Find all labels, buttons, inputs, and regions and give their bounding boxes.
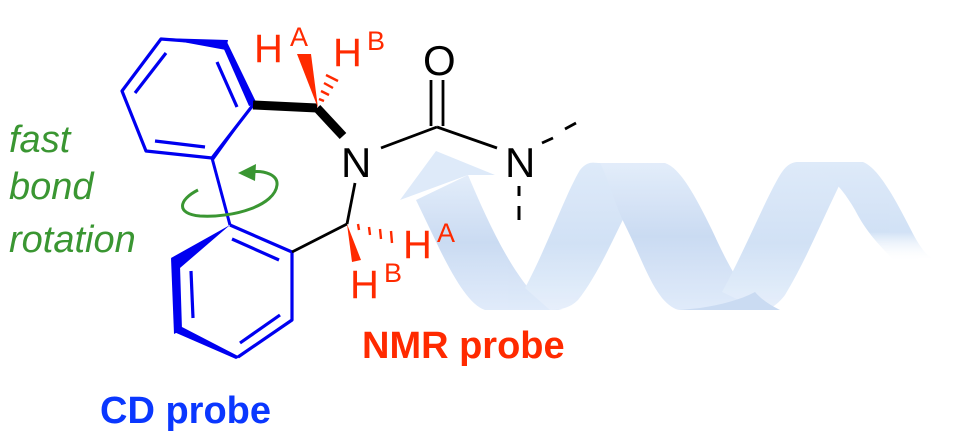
- rotation-note: fast bond rotation: [9, 119, 136, 261]
- helix-segment-1: [416, 175, 565, 310]
- bond-carbonyl-to-n2: [436, 125, 498, 150]
- hash-bottom-ha: [356, 223, 394, 244]
- atom-nitrogen-ring: N: [341, 139, 371, 186]
- helix-arrowhead: [400, 151, 495, 200]
- h-superscript: A: [437, 218, 455, 248]
- top-ring-wedge-upper: [161, 38, 228, 50]
- bond-n-to-ch2-bottom: [345, 182, 357, 225]
- h-symbol: H: [254, 27, 283, 71]
- bottom-benzene-ring: [189, 223, 294, 359]
- bond-n-to-carbonyl: [380, 125, 438, 150]
- h-superscript: B: [367, 26, 385, 56]
- helix-segment-trough: [680, 292, 780, 310]
- bond-ch2-bottom-to-ring: [291, 222, 348, 254]
- helix-ribbon: [400, 151, 938, 310]
- rotation-note-line-1: fast: [9, 119, 72, 161]
- bottom-ring-double-2: [239, 313, 281, 345]
- rotation-arrow-icon: [181, 164, 279, 218]
- caption-cd-probe: CD probe: [100, 390, 271, 432]
- helix-segment-3: [600, 163, 780, 310]
- top-ring-double-3: [215, 61, 239, 108]
- wedge-top-ha: [297, 54, 318, 108]
- bond-ring-to-ch2-top: [252, 100, 318, 113]
- top-ring-wedge-right: [223, 42, 257, 106]
- atom-nitrogen-amide: N: [505, 139, 535, 186]
- hash-top-hb: [318, 73, 339, 103]
- h-superscript: A: [290, 22, 308, 52]
- label-bottom-hb: H B: [350, 258, 402, 307]
- bottom-ring-double-1: [231, 237, 280, 262]
- bottom-ring-wedge-left: [171, 258, 182, 334]
- label-top-ha: H A: [254, 22, 308, 71]
- caption-nmr-probe: NMR probe: [362, 325, 565, 367]
- bottom-ring-double-3: [189, 270, 195, 319]
- bottom-ring-wedge-upper: [171, 225, 230, 268]
- bond-ch2-top-to-n: [313, 104, 347, 140]
- methyl-dashed-right: [541, 121, 577, 145]
- h-symbol: H: [333, 31, 362, 75]
- rotation-note-line-2: bond: [9, 166, 95, 208]
- rotation-note-line-3: rotation: [9, 219, 136, 261]
- bottom-ring-edges: [229, 223, 294, 359]
- top-ring-double-1: [133, 52, 168, 94]
- label-bottom-ha: H A: [403, 218, 455, 267]
- top-ring-wedge-lower: [212, 102, 255, 160]
- helix-segment-4: [722, 162, 863, 310]
- h-superscript: B: [384, 258, 402, 288]
- label-top-hb: H B: [333, 26, 385, 75]
- helix-segment-5: [798, 162, 938, 262]
- bottom-ring-wedge-lower: [174, 327, 240, 359]
- top-ring-double-2: [154, 139, 206, 149]
- h-symbol: H: [350, 263, 379, 307]
- atom-oxygen: O: [423, 37, 456, 84]
- h-symbol: H: [403, 223, 432, 267]
- wedge-bottom-hb: [347, 224, 361, 262]
